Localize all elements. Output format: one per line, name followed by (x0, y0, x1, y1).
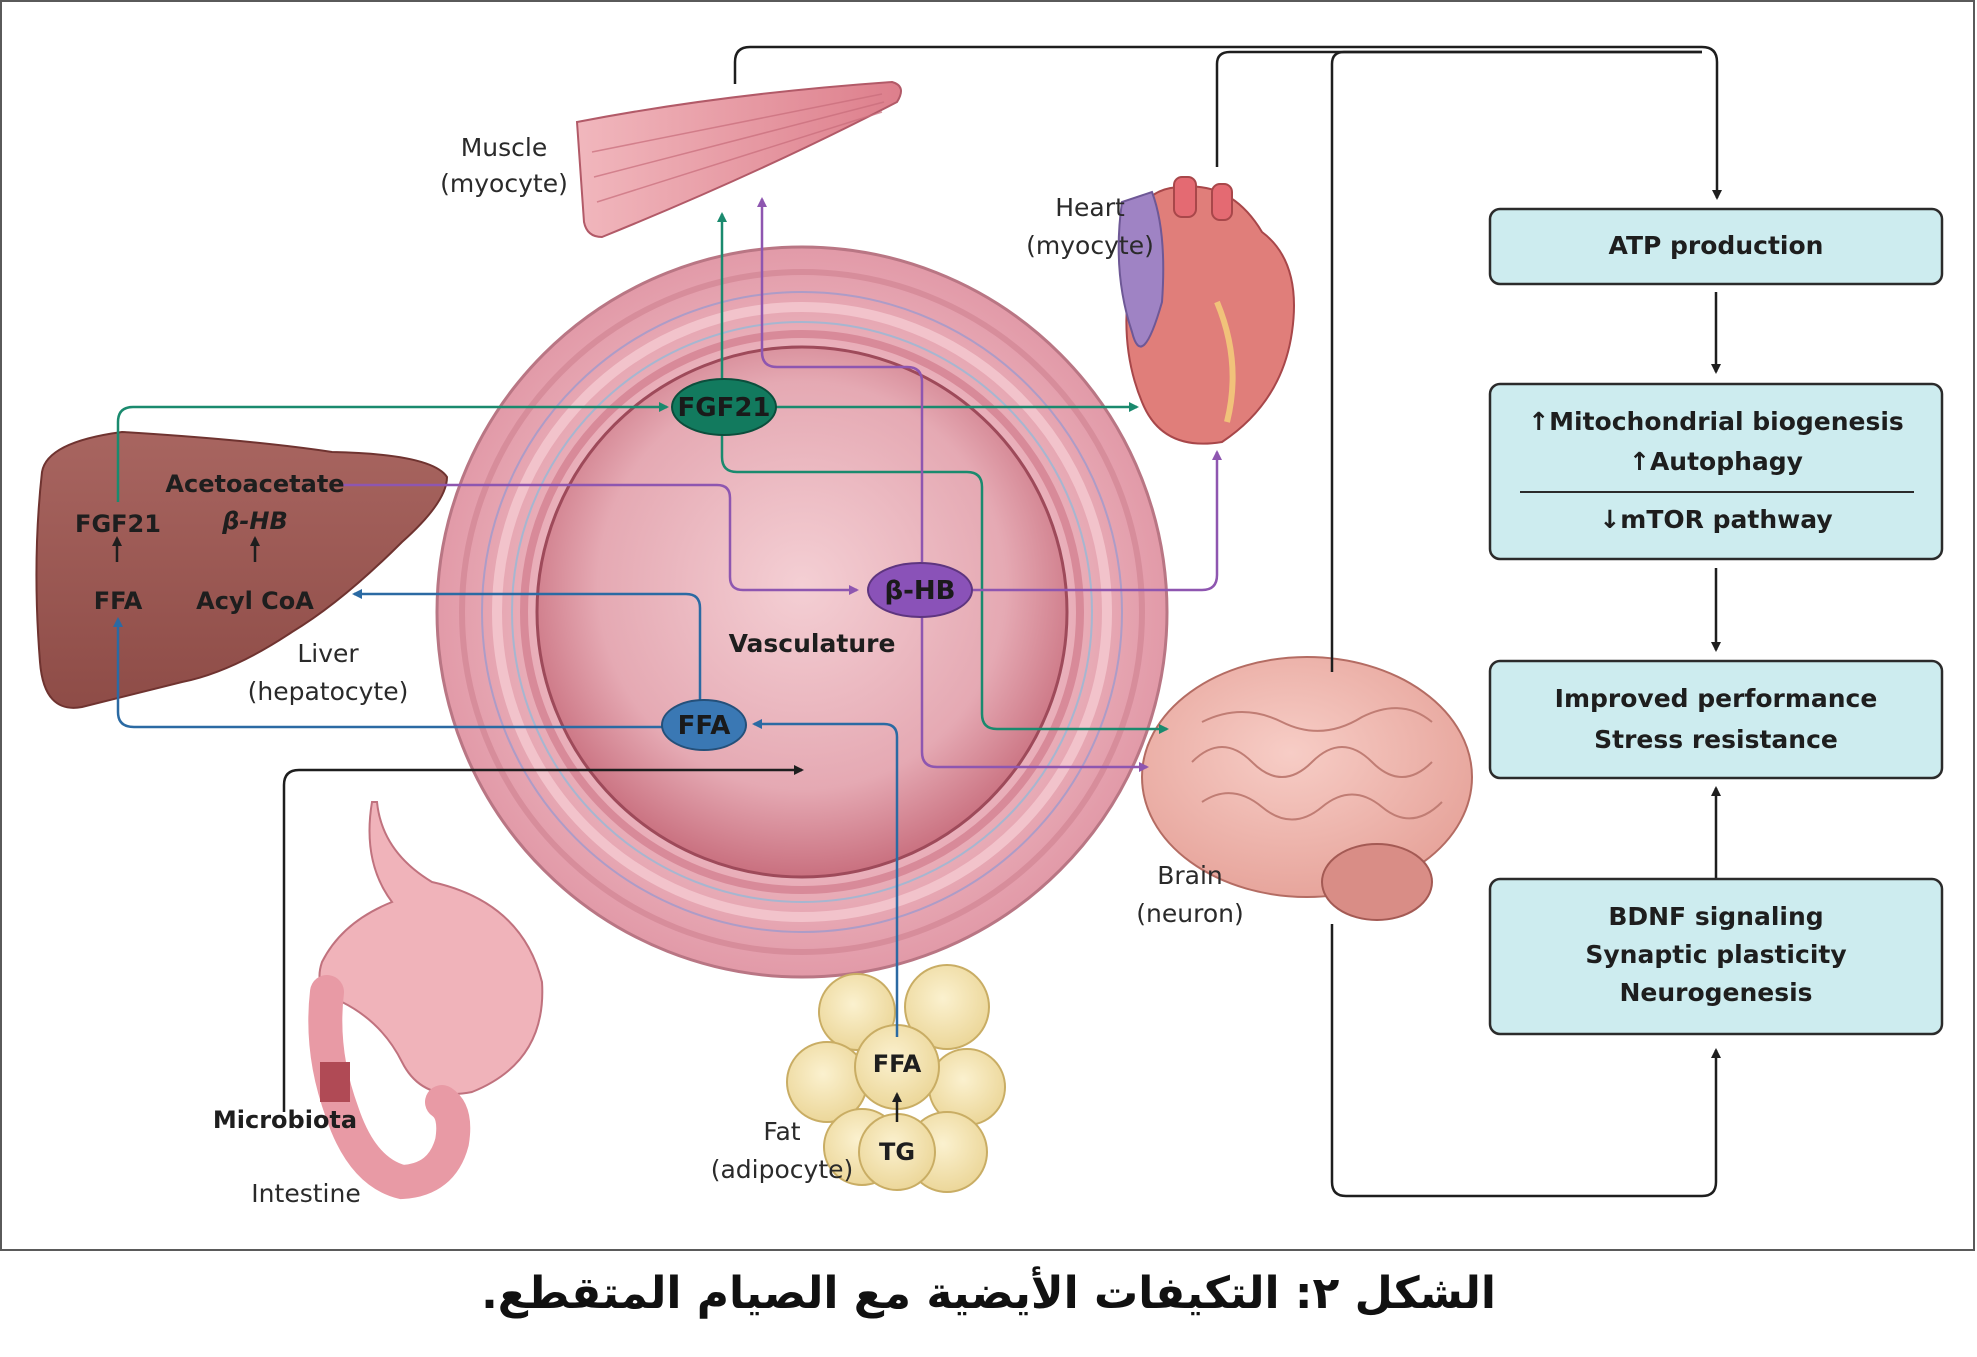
muscle-label: Muscle (461, 133, 548, 162)
acetoacetate-label: Acetoacetate (165, 470, 344, 498)
svg-text:ATP production: ATP production (1609, 231, 1824, 260)
svg-text:Neurogenesis: Neurogenesis (1619, 978, 1812, 1007)
svg-text:Stress resistance: Stress resistance (1594, 725, 1838, 754)
svg-text:β-HB: β-HB (885, 576, 956, 606)
heart-label: Heart (1055, 193, 1125, 222)
brain-illustration (1141, 656, 1473, 921)
ffa-node: FFA (661, 699, 747, 751)
bhb-node: β-HB (867, 562, 973, 618)
svg-text:Improved performance: Improved performance (1555, 684, 1878, 713)
liver-fgf21-label: FGF21 (75, 510, 161, 538)
svg-text:FGF21: FGF21 (677, 393, 770, 423)
liver-label: Liver (297, 639, 359, 668)
heart-sublabel: (myocyte) (1026, 231, 1154, 260)
intestine-label: Intestine (251, 1179, 360, 1208)
liver-illustration (35, 430, 449, 709)
svg-text:Synaptic plasticity: Synaptic plasticity (1585, 940, 1846, 969)
brain-sublabel: (neuron) (1136, 899, 1243, 928)
svg-text:BDNF signaling: BDNF signaling (1608, 902, 1823, 931)
fat-ffa-label: FFA (873, 1050, 922, 1078)
liver-bhb-label: β-HB (221, 507, 288, 535)
outcome-box-neuro: BDNF signaling Synaptic plasticity Neuro… (1488, 877, 1944, 1036)
outcome-box-performance: Improved performance Stress resistance (1488, 659, 1944, 780)
liver-sublabel: (hepatocyte) (248, 677, 409, 706)
microbiota-label: Microbiota (213, 1106, 357, 1134)
figure-caption: الشكل ٢: التكيفات الأيضية مع الصيام المت… (481, 1268, 1496, 1319)
svg-text:↑Autophagy: ↑Autophagy (1629, 447, 1803, 476)
fgf21-node: FGF21 (671, 378, 777, 436)
figure-frame: FGF21 β-HB FFA Muscle (myocyte) Heart (m… (0, 0, 1975, 1251)
ffa-pathways (113, 589, 899, 1037)
svg-text:↓mTOR pathway: ↓mTOR pathway (1599, 505, 1832, 534)
stomach-intestine-illustration (308, 801, 544, 1200)
acyl-coa-label: Acyl CoA (196, 587, 314, 615)
svg-text:FFA: FFA (678, 711, 731, 741)
vasculature-label: Vasculature (729, 629, 896, 658)
heart-illustration (1117, 176, 1295, 445)
fgf21-pathways (116, 212, 1169, 734)
liver-ffa-label: FFA (94, 587, 143, 615)
vasculature-illustration (435, 245, 1169, 979)
outcome-box-atp: ATP production (1488, 207, 1944, 286)
fat-illustration (786, 964, 1006, 1193)
tg-label: TG (879, 1138, 915, 1166)
outcome-box-mitochondrial: ↑Mitochondrial biogenesis ↑Autophagy ↓mT… (1488, 382, 1944, 561)
fat-sublabel: (adipocyte) (711, 1155, 854, 1184)
brain-label: Brain (1157, 861, 1223, 890)
svg-text:↑Mitochondrial biogenesis: ↑Mitochondrial biogenesis (1528, 407, 1904, 436)
bhb-pathways (342, 197, 1222, 772)
metabolic-diagram: FGF21 β-HB FFA Muscle (myocyte) Heart (m… (35, 45, 1944, 1208)
neutral-pathways (112, 45, 1722, 1198)
muscle-sublabel: (myocyte) (440, 169, 568, 198)
muscle-illustration (575, 80, 902, 239)
fat-label: Fat (763, 1117, 800, 1146)
